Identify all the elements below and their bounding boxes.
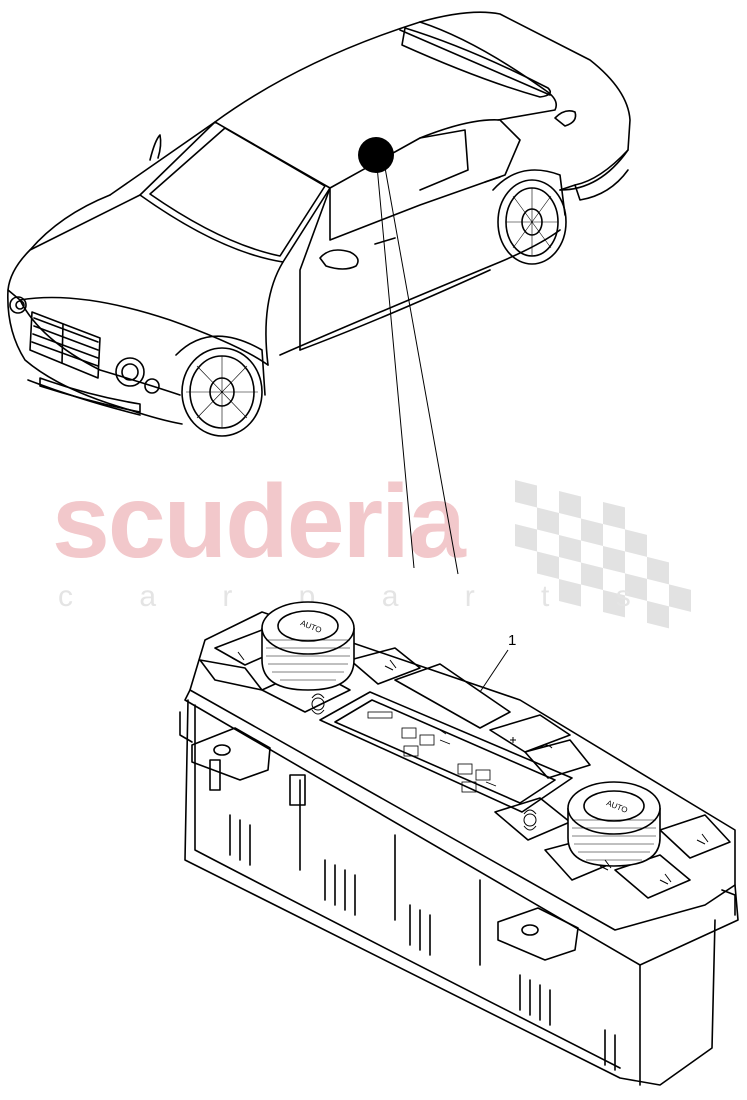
fan-icon	[231, 651, 709, 885]
callout-leader	[479, 649, 509, 693]
watermark-brand: scuderia	[52, 464, 466, 580]
callout-label-1: 1	[508, 632, 517, 649]
watermark-tagline: c a r p a r t s	[58, 580, 660, 613]
